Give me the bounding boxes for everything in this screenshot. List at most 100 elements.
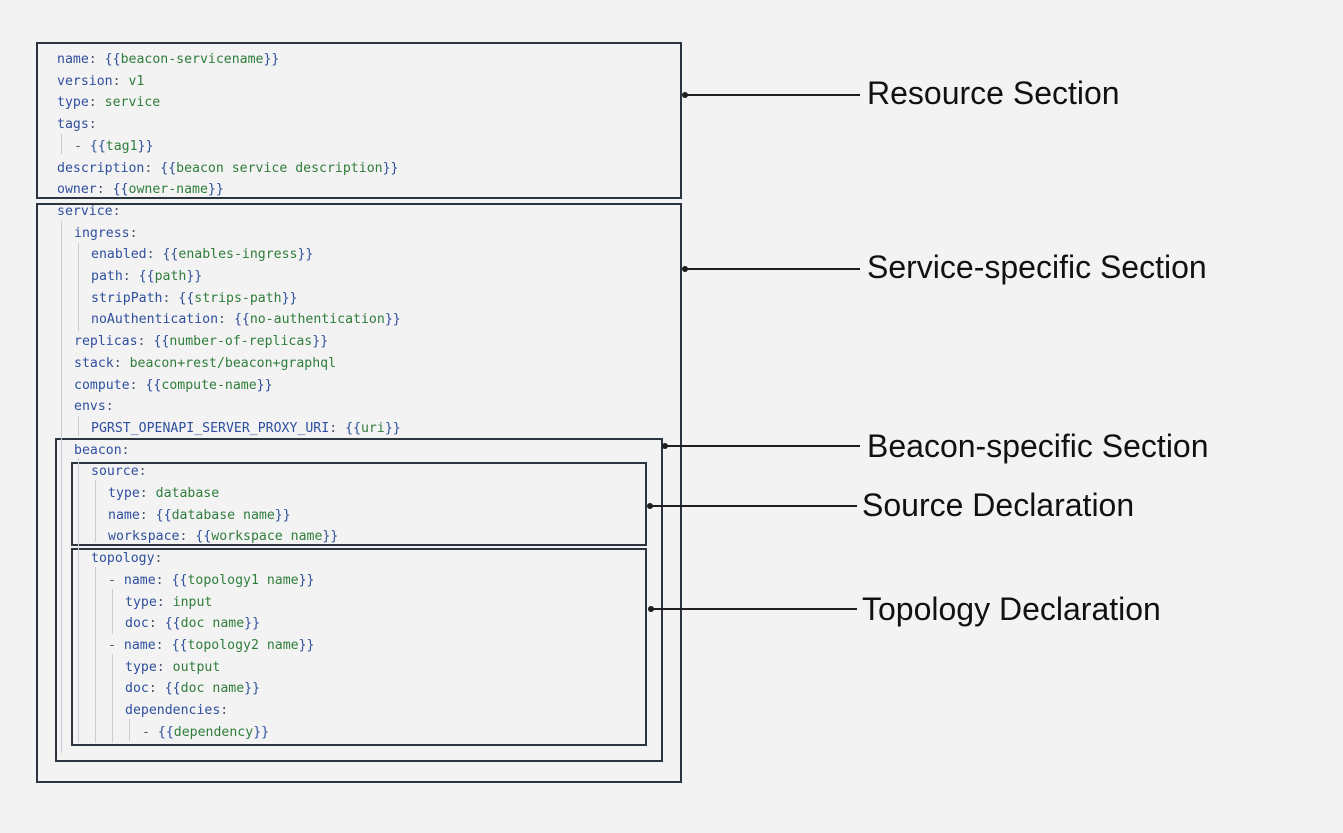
- code-key: name: [57, 52, 89, 67]
- code-key: name: [108, 508, 140, 523]
- code-colon: :: [155, 638, 164, 653]
- topology-declaration-box: [71, 548, 647, 746]
- code-colon: :: [105, 399, 114, 414]
- indent-guide: [95, 567, 96, 743]
- code-colon: :: [88, 52, 97, 67]
- code-colon: :: [162, 291, 171, 306]
- code-space: [157, 616, 165, 631]
- code-key: description: [57, 161, 145, 176]
- template-brace: {{: [164, 681, 181, 696]
- list-dash: -: [108, 573, 124, 588]
- code-colon: :: [112, 74, 121, 89]
- template-brace: {{: [162, 247, 179, 262]
- template-brace: }}: [298, 573, 315, 588]
- code-value: tag1: [105, 139, 138, 154]
- code-colon: :: [112, 204, 121, 219]
- code-line: type: service: [57, 94, 160, 112]
- code-line: doc: {{doc name}}: [125, 680, 260, 698]
- code-value: output: [172, 660, 221, 675]
- code-colon: :: [156, 595, 165, 610]
- code-key: workspace: [108, 529, 180, 544]
- template-brace: }}: [207, 182, 224, 197]
- code-space: [148, 486, 156, 501]
- topology-leader-dot: [648, 606, 654, 612]
- code-line: source:: [91, 463, 147, 481]
- code-key: type: [108, 486, 140, 501]
- indent-guide: [78, 416, 79, 436]
- code-line: description: {{beacon service descriptio…: [57, 160, 398, 178]
- template-brace: {{: [112, 182, 129, 197]
- code-line: beacon:: [74, 442, 130, 460]
- template-brace: {{: [345, 421, 361, 436]
- code-value: compute-name: [161, 378, 257, 393]
- source-declaration-box: [71, 462, 647, 546]
- code-value: beacon+rest/beacon+graphql: [129, 356, 337, 371]
- code-colon: :: [138, 464, 147, 479]
- code-colon: :: [144, 161, 153, 176]
- template-brace: }}: [384, 312, 401, 327]
- service-leader-dot: [682, 266, 688, 272]
- code-line: dependencies:: [125, 702, 228, 720]
- code-space: [165, 660, 173, 675]
- indent-guide: [129, 719, 130, 741]
- template-brace: }}: [312, 334, 329, 349]
- code-value: topology1 name: [187, 573, 299, 588]
- code-space: [165, 595, 173, 610]
- code-value: doc name: [180, 616, 245, 631]
- code-key: type: [125, 595, 157, 610]
- template-brace: {{: [145, 378, 162, 393]
- code-key: name: [123, 638, 156, 653]
- code-line: doc: {{doc name}}: [125, 615, 260, 633]
- service-leader-line: [686, 268, 860, 270]
- code-key: stack: [74, 356, 114, 371]
- beacon-section-box: [55, 438, 663, 762]
- code-space: [164, 638, 172, 653]
- code-value: topology2 name: [187, 638, 299, 653]
- code-key: beacon: [74, 443, 122, 458]
- template-brace: {{: [171, 638, 188, 653]
- code-colon: :: [218, 312, 226, 327]
- code-line: noAuthentication: {{no-authentication}}: [91, 311, 401, 329]
- code-key: stripPath: [91, 291, 163, 306]
- code-line: replicas: {{number-of-replicas}}: [74, 333, 328, 351]
- code-colon: :: [139, 508, 148, 523]
- service-section-box: [36, 203, 682, 783]
- template-brace: }}: [382, 161, 399, 176]
- code-key: owner: [57, 182, 97, 197]
- code-line: - name: {{topology2 name}}: [108, 637, 315, 655]
- code-space: [122, 356, 130, 371]
- code-colon: :: [329, 421, 338, 436]
- template-brace: {{: [104, 52, 121, 67]
- code-line: version: v1: [57, 73, 144, 91]
- template-brace: {{: [233, 312, 250, 327]
- code-line: enabled: {{enables-ingress}}: [91, 246, 313, 264]
- code-colon: :: [139, 486, 148, 501]
- template-brace: }}: [137, 139, 154, 154]
- topology-declaration-label: Topology Declaration: [862, 591, 1161, 627]
- code-value: dependency: [173, 725, 254, 740]
- indent-guide: [95, 480, 96, 542]
- source-leader-dot: [647, 503, 653, 509]
- code-space: [164, 573, 172, 588]
- code-colon: :: [96, 182, 105, 197]
- code-line: tags:: [57, 116, 97, 134]
- template-brace: }}: [274, 508, 291, 523]
- template-brace: {{: [153, 334, 170, 349]
- code-line: type: output: [125, 659, 220, 677]
- code-line: workspace: {{workspace name}}: [108, 528, 338, 546]
- code-key: source: [91, 464, 139, 479]
- code-value: database: [155, 486, 220, 501]
- template-brace: }}: [297, 247, 314, 262]
- code-value: workspace name: [211, 529, 323, 544]
- code-key: path: [91, 269, 123, 284]
- template-brace: {{: [89, 139, 106, 154]
- template-brace: }}: [244, 616, 261, 631]
- template-brace: }}: [186, 269, 203, 284]
- code-colon: :: [148, 616, 157, 631]
- code-colon: :: [129, 226, 138, 241]
- code-value: enables-ingress: [178, 247, 298, 262]
- code-colon: :: [146, 247, 155, 262]
- code-key: PGRST_OPENAPI_SERVER_PROXY_URI: [91, 421, 330, 436]
- template-brace: }}: [298, 638, 315, 653]
- code-value: owner-name: [128, 182, 208, 197]
